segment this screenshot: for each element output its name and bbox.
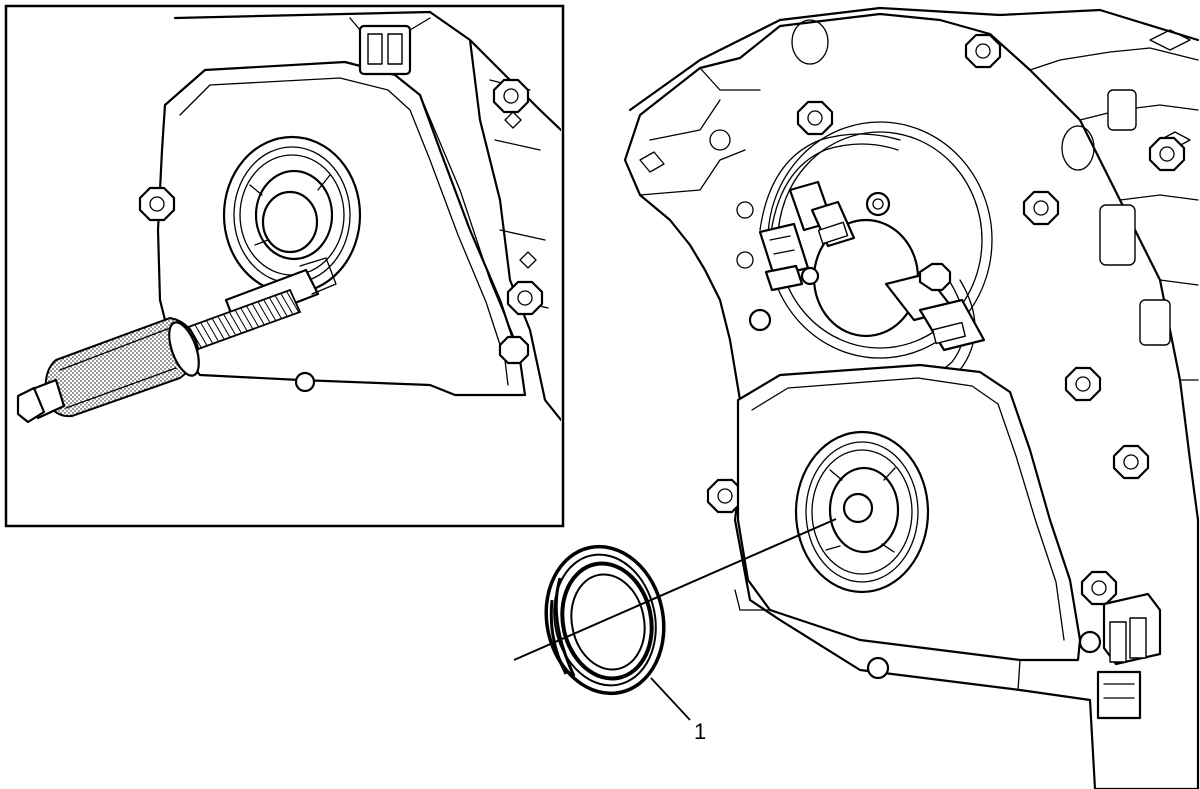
inset-bolt-left — [138, 186, 176, 222]
callout-1-label: 1 — [694, 719, 706, 744]
block-bolt-right-upper — [1148, 136, 1186, 172]
inset-bolt-top-right — [492, 78, 530, 114]
inset-sensor-connector — [349, 17, 431, 76]
inset-panel — [4, 4, 565, 528]
block-bolt-lower-right — [1112, 444, 1150, 480]
sensor-connector-right — [884, 262, 986, 352]
sensor-connector-left — [758, 222, 810, 292]
block-bolt-top — [964, 33, 1002, 69]
callout-1-leader — [650, 677, 691, 721]
crankshaft-seal-bore — [794, 430, 930, 594]
sensor-connector-upper — [788, 180, 856, 248]
cover-bolt-bottom-right — [1080, 570, 1118, 606]
engine-front-view — [623, 6, 1200, 789]
block-bolt-upper-left — [796, 100, 834, 136]
inset-bolt-right — [506, 280, 544, 316]
inset-crankshaft-seal-bore — [222, 135, 362, 295]
seal-installation-line — [513, 518, 837, 661]
block-bolt-mid — [1022, 190, 1060, 226]
inset-bolt-lower-right — [498, 335, 530, 365]
inset-engine-front-cover — [16, 10, 561, 424]
block-bolt-right — [1064, 366, 1102, 402]
callout-1: 1 — [650, 677, 706, 744]
seal-removal-tool — [16, 257, 337, 424]
harness-connector-bottom-right — [1096, 592, 1162, 720]
